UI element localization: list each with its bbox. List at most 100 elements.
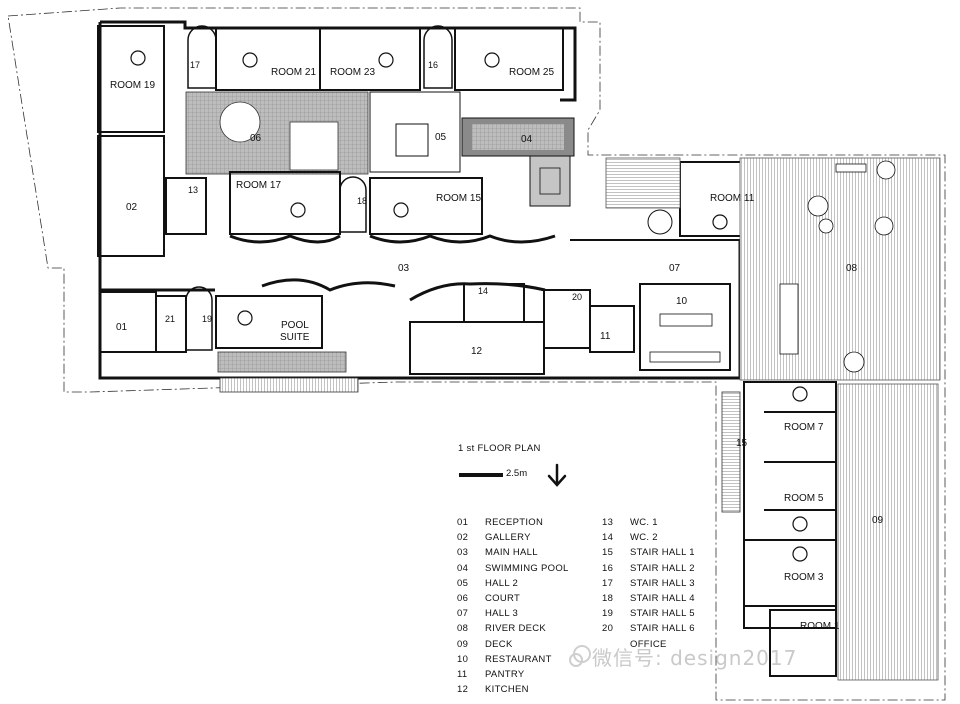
legend-number: 08 — [457, 623, 469, 635]
legend-name: MAIN HALL — [485, 547, 538, 559]
legend-name: HALL 3 — [485, 608, 519, 620]
legend-name: SWIMMING POOL — [485, 562, 569, 574]
legend-name: GALLERY — [485, 532, 531, 544]
area-07: 07 — [669, 263, 681, 274]
area-06: 06 — [250, 133, 262, 144]
north-arrow-icon — [547, 463, 567, 487]
legend-name: STAIR HALL 1 — [630, 547, 695, 559]
area-12: 12 — [471, 346, 483, 357]
legend-number: 09 — [457, 638, 469, 650]
legend-name: DECK — [485, 638, 513, 650]
legend-number: 13 — [602, 517, 614, 528]
deck-area — [837, 383, 939, 681]
middle-room-row — [97, 135, 483, 257]
legend-row: 17 STAIR HALL 3 — [602, 578, 695, 593]
area-04: 04 — [521, 134, 533, 145]
area-18: 18 — [357, 196, 367, 206]
legend-row: 12 KITCHEN — [457, 684, 569, 699]
label-room-5: ROOM 5 — [784, 493, 824, 504]
hall-2-area — [369, 91, 461, 173]
scale-bar — [459, 473, 503, 477]
label-room-7: ROOM 7 — [784, 422, 824, 433]
legend-row: 10 RESTAURANT — [457, 654, 569, 669]
service-block — [409, 283, 731, 375]
legend-number: 17 — [602, 577, 614, 589]
site-boundary — [7, 7, 946, 701]
legend-number: 15 — [602, 547, 614, 559]
legend-number: 01 — [457, 517, 469, 528]
watermark: 微信号: design2017 — [592, 646, 798, 670]
legend-row: 13 WC. 1 — [602, 517, 695, 532]
area-13: 13 — [188, 185, 198, 195]
label-pool-suite-line-2: SUITE — [280, 332, 310, 343]
legend-name: COURT — [485, 592, 521, 604]
river-deck — [739, 157, 941, 381]
label-room-17: ROOM 17 — [236, 180, 281, 191]
legend-number: 05 — [457, 577, 469, 589]
legend-number: 20 — [602, 623, 614, 635]
area-01: 01 — [116, 322, 128, 333]
legend-number: 19 — [602, 608, 614, 620]
legend-name: STAIR HALL 2 — [630, 562, 695, 574]
legend-row: 18 STAIR HALL 4 — [602, 593, 695, 608]
label-room-25: ROOM 25 — [509, 67, 554, 78]
restaurant-tables — [649, 313, 721, 363]
area-17: 17 — [190, 60, 200, 70]
area-16: 16 — [428, 60, 438, 70]
legend-name: STAIR HALL 4 — [630, 592, 695, 604]
legend-name: RESTAURANT — [485, 653, 552, 665]
pool-suite-terrace — [217, 351, 347, 373]
legend-row: 15 STAIR HALL 1 — [602, 547, 695, 562]
area-02: 02 — [126, 202, 138, 213]
area-21: 21 — [165, 314, 175, 324]
main-hall-walls — [229, 234, 556, 302]
legend-number: 10 — [457, 653, 469, 665]
scale-label: 2.5m — [506, 468, 528, 479]
area-03: 03 — [398, 263, 410, 274]
area-14: 14 — [478, 286, 488, 296]
legend-name: RECEPTION — [485, 517, 544, 528]
area-05: 05 — [435, 132, 447, 143]
legend-name: STAIR HALL 6 — [630, 623, 695, 635]
legend-row: 06 COURT — [457, 593, 569, 608]
legend-name: PANTRY — [485, 668, 525, 680]
right-wing — [743, 381, 837, 677]
area-20: 20 — [572, 292, 582, 302]
legend-number: 14 — [602, 532, 614, 544]
legend-name: RIVER DECK — [485, 623, 547, 635]
legend-row: OFFICE — [602, 639, 695, 654]
plan-labels: ROOM 19 ROOM 21 ROOM 23 ROOM 25 ROOM 17 … — [110, 60, 884, 632]
label-room-21: ROOM 21 — [271, 67, 316, 78]
court-area — [185, 91, 369, 175]
area-19: 19 — [202, 314, 212, 324]
legend-number: 18 — [602, 592, 614, 604]
legend-name: WC. 2 — [630, 532, 658, 544]
legend-name: STAIR HALL 3 — [630, 577, 695, 589]
wechat-icon — [569, 645, 591, 667]
legend-name: WC. 1 — [630, 517, 658, 528]
legend-row: 09 DECK — [457, 639, 569, 654]
legend-row: 20 STAIR HALL 6 — [602, 623, 695, 638]
legend-number: 06 — [457, 592, 469, 604]
legend-name: STAIR HALL 5 — [630, 608, 695, 620]
legend-number: 04 — [457, 562, 469, 574]
label-room-11: ROOM 11 — [710, 193, 755, 204]
legend-number: 12 — [457, 684, 469, 696]
legend-name: KITCHEN — [485, 684, 529, 696]
area-08: 08 — [846, 263, 858, 274]
legend-row: 19 STAIR HALL 5 — [602, 608, 695, 623]
label-pool-suite-line-1: POOL — [281, 320, 309, 331]
label-room-15: ROOM 15 — [436, 193, 481, 204]
legend-row: 01 RECEPTION — [457, 517, 569, 532]
legend-name: HALL 2 — [485, 577, 519, 589]
legend-number: 07 — [457, 608, 469, 620]
legend-row: 14 WC. 2 — [602, 532, 695, 547]
area-15: 15 — [736, 438, 748, 449]
legend-row: 04 SWIMMING POOL — [457, 563, 569, 578]
legend-row: 08 RIVER DECK — [457, 623, 569, 638]
